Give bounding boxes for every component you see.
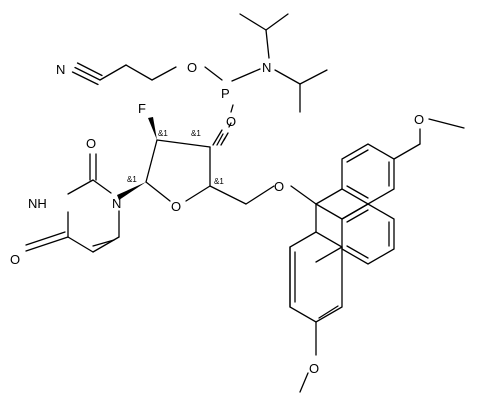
phenyl-ring xyxy=(341,203,395,265)
u-c6-c5 xyxy=(92,236,120,253)
o-p-bond xyxy=(204,66,223,81)
u-c5-c4 xyxy=(67,236,94,253)
o-trityl-bond xyxy=(290,185,317,205)
p-o-bond xyxy=(230,104,234,113)
p-label: P xyxy=(221,86,230,101)
p-n-bond xyxy=(231,68,261,82)
chain-bond-2 xyxy=(125,64,153,81)
n-wedge-bond xyxy=(117,182,146,200)
phenyl-double-3 xyxy=(346,245,369,259)
f-wedge-bond xyxy=(148,117,157,140)
upper-aryl-ring xyxy=(341,143,395,205)
u-c4-o-2 xyxy=(25,231,66,246)
stereo-label-c2: &1 xyxy=(158,129,168,138)
c2-c1-bond xyxy=(145,139,158,183)
upper-aryl-double-1 xyxy=(346,149,369,163)
o-cyanoethyl-label: O xyxy=(187,60,197,75)
o-ring-label: O xyxy=(171,199,181,214)
atom-labels: N O P N O F O O O O NH N O O xyxy=(10,60,424,376)
o-hash-bond-4 xyxy=(223,132,229,141)
o-carbonyl-bottom-label: O xyxy=(10,252,20,267)
chain-bond-3 xyxy=(151,66,177,81)
lower-aryl-shape xyxy=(315,246,343,263)
o-phosphite-label: O xyxy=(226,114,236,129)
chain-bond-1 xyxy=(99,64,127,81)
nitrile-bond-2 xyxy=(71,71,99,86)
f-label: F xyxy=(138,101,146,116)
c5-o-bond xyxy=(245,185,275,205)
upper-o-methyl xyxy=(428,118,465,129)
n-ipr2-bond xyxy=(274,69,301,85)
stereo-descriptors: &1 &1 &1 &1 xyxy=(127,129,224,186)
ipr1-me1 xyxy=(239,13,267,31)
o-ether-label: O xyxy=(274,179,284,194)
trityl-upper-bond xyxy=(315,188,343,205)
n-nitrile-label: N xyxy=(56,62,65,77)
lower-aryl-double-2 xyxy=(318,305,339,319)
n-ipr1-bond xyxy=(265,29,270,59)
u-c6-c5-double xyxy=(92,239,115,247)
c2-c3-bond xyxy=(156,139,211,148)
o-hash-bond-5 xyxy=(228,122,232,128)
stereo-label-c4: &1 xyxy=(214,177,224,186)
u-c2-n3 xyxy=(67,179,94,195)
bonds xyxy=(25,13,465,393)
u-c2-n1 xyxy=(92,179,112,194)
n-ring-label: N xyxy=(112,196,121,211)
c4-c5-bond xyxy=(209,185,247,205)
ipr1-me2 xyxy=(265,13,289,31)
stereo-label-c1: &1 xyxy=(127,175,137,184)
u-c4-o-1 xyxy=(25,236,69,252)
ipr2-me1 xyxy=(299,69,328,85)
n-amine-label: N xyxy=(262,60,271,75)
trityl-right-bond xyxy=(315,203,343,220)
o-methoxy-bottom-label: O xyxy=(309,361,319,376)
nh-label: NH xyxy=(28,196,47,211)
o-methoxy-top-label: O xyxy=(414,112,424,127)
lower-o-methyl xyxy=(299,372,309,393)
nitrile-bond-3 xyxy=(76,62,103,77)
phenyl-double-1 xyxy=(346,209,369,223)
c1-o-bond xyxy=(145,181,171,202)
stereo-bonds xyxy=(117,117,232,200)
stereo-label-c3: &1 xyxy=(191,129,201,138)
o-hash-bond-2 xyxy=(216,133,224,146)
o-c4-bond xyxy=(185,185,211,202)
phenyl-attach xyxy=(341,203,369,220)
upper-aryl-c-c xyxy=(393,143,421,160)
o-hash-bond-1 xyxy=(212,129,223,146)
o-carbonyl-top-label: O xyxy=(86,136,96,151)
nitrile-bond-1 xyxy=(74,66,101,81)
upper-aryl-double-3 xyxy=(346,185,369,199)
